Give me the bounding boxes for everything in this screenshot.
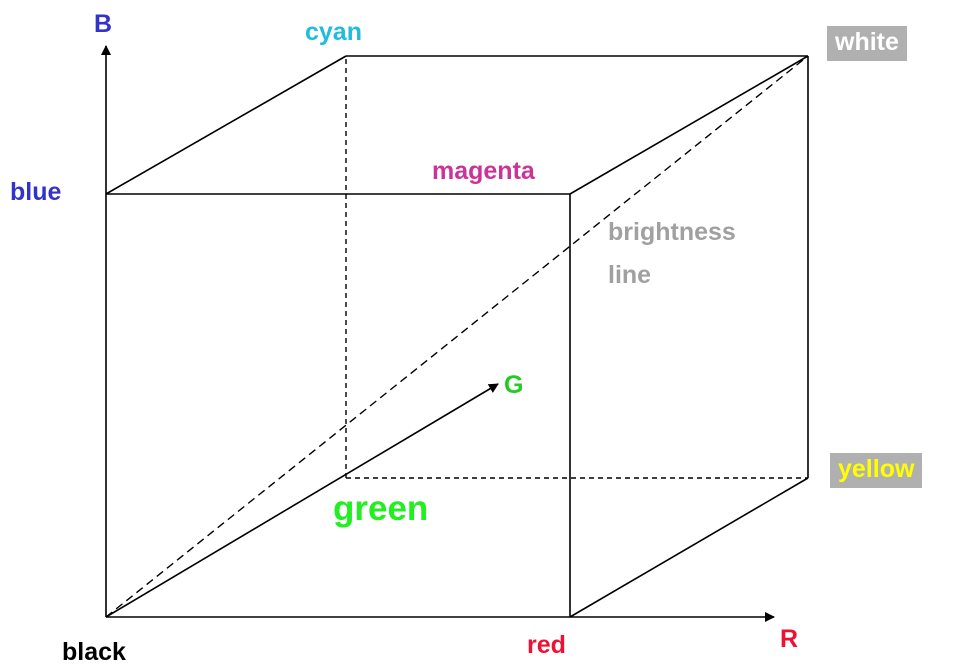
- brightness-line-label-2: line: [608, 261, 652, 289]
- vertex-label-red: red: [527, 631, 566, 659]
- axis-label-r: R: [780, 625, 799, 653]
- vertex-label-cyan: cyan: [305, 18, 362, 46]
- vertex-label-magenta: magenta: [432, 157, 535, 185]
- edge-blue-cyan: [105, 55, 347, 195]
- vertex-label-black: black: [62, 638, 126, 666]
- axis-label-b: B: [94, 10, 113, 38]
- vertex-label-yellow: yellow: [830, 453, 923, 488]
- axis-g-arrow: [105, 383, 499, 618]
- edge-magenta-white: [569, 55, 809, 195]
- vertex-label-white: white: [827, 26, 907, 61]
- brightness-line-label-1: brightness: [608, 218, 736, 246]
- brightness-line: [105, 55, 809, 618]
- vertex-label-blue: blue: [10, 178, 62, 206]
- vertex-label-green: green: [333, 489, 429, 528]
- edge-red-yellow: [569, 477, 809, 618]
- axis-label-g: G: [504, 371, 524, 399]
